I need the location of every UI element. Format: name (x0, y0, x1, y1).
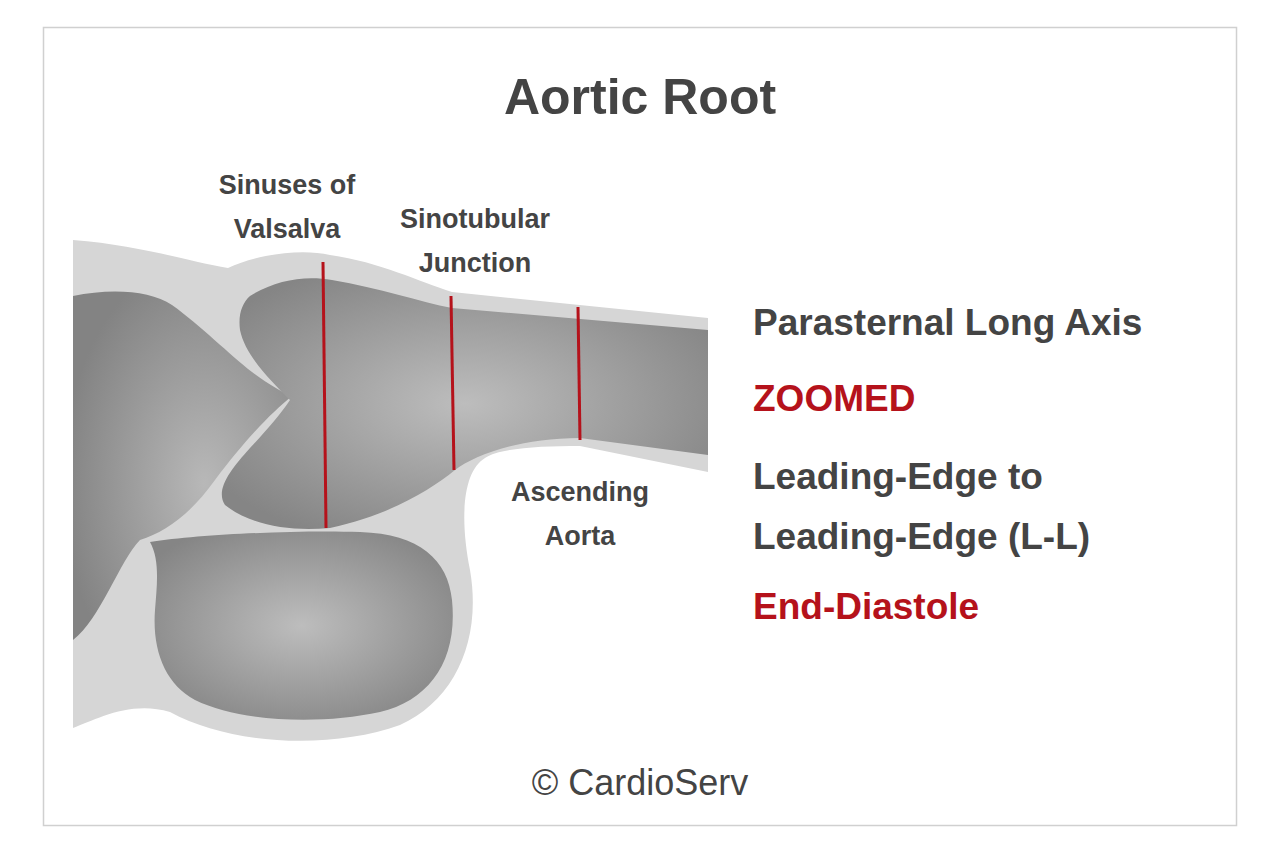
watermark: © CardioServ (390, 760, 890, 806)
part-label: Sinuses of Valsalva (202, 163, 372, 251)
part-label: Ascending Aorta (495, 470, 665, 558)
part-label: Sinotubular Junction (380, 197, 570, 285)
measurement-line (323, 262, 326, 528)
title: Aortic Root (240, 66, 1040, 128)
view-note: Leading-Edge to Leading-Edge (L-L) (753, 447, 1153, 567)
left-atrium (150, 531, 453, 719)
frame (44, 28, 1237, 826)
view-note: Parasternal Long Axis (753, 298, 1233, 348)
view-note: ZOOMED (753, 374, 1233, 424)
measurement-line (578, 307, 580, 440)
measurement-line (451, 296, 454, 470)
vessel-wall (73, 240, 708, 741)
view-note: End-Diastole (753, 582, 1233, 632)
